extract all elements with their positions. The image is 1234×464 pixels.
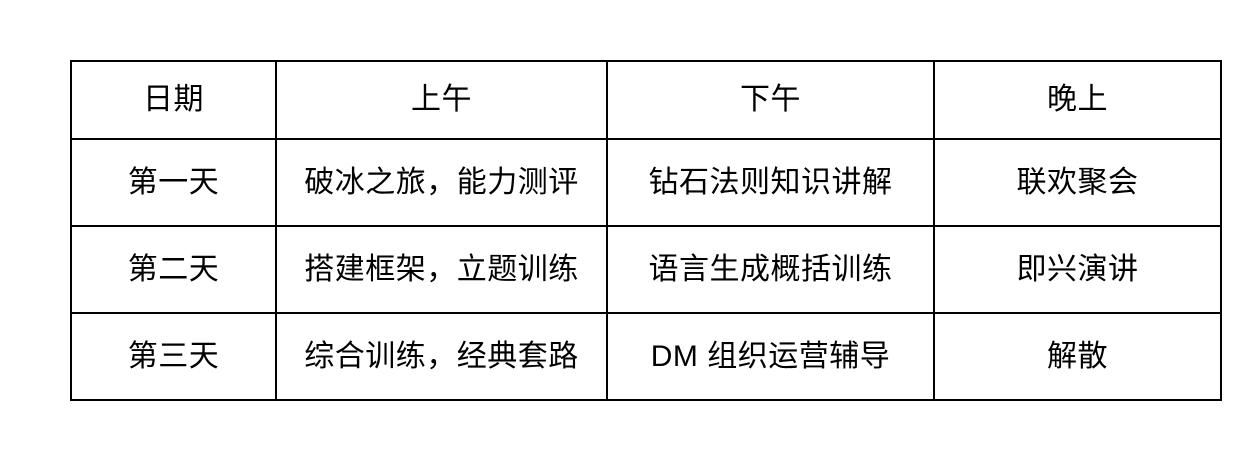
table-body: 第一天 破冰之旅，能力测评 钻石法则知识讲解 联欢聚会 第二天 搭建框架，立题训… bbox=[70, 138, 1222, 401]
table-header-row: 日期 上午 下午 晚上 bbox=[70, 60, 1222, 140]
table-row: 第三天 综合训练，经典套路 DM 组织运营辅导 解散 bbox=[70, 312, 1222, 401]
column-header-date: 日期 bbox=[70, 60, 277, 140]
cell-day: 第一天 bbox=[70, 138, 277, 227]
cell-morning: 破冰之旅，能力测评 bbox=[275, 138, 608, 227]
cell-evening: 联欢聚会 bbox=[933, 138, 1222, 227]
column-header-afternoon: 下午 bbox=[606, 60, 935, 140]
cell-afternoon: 语言生成概括训练 bbox=[606, 225, 935, 314]
cell-evening: 解散 bbox=[933, 312, 1222, 401]
cell-afternoon: 钻石法则知识讲解 bbox=[606, 138, 935, 227]
cell-morning: 综合训练，经典套路 bbox=[275, 312, 608, 401]
table-header: 日期 上午 下午 晚上 bbox=[70, 60, 1222, 140]
training-schedule-table: 日期 上午 下午 晚上 第一天 破冰之旅，能力测评 钻石法则知识讲解 联欢聚会 … bbox=[70, 60, 1222, 401]
cell-morning: 搭建框架，立题训练 bbox=[275, 225, 608, 314]
column-header-morning: 上午 bbox=[275, 60, 608, 140]
cell-evening: 即兴演讲 bbox=[933, 225, 1222, 314]
table-row: 第一天 破冰之旅，能力测评 钻石法则知识讲解 联欢聚会 bbox=[70, 138, 1222, 227]
cell-afternoon: DM 组织运营辅导 bbox=[606, 312, 935, 401]
table-row: 第二天 搭建框架，立题训练 语言生成概括训练 即兴演讲 bbox=[70, 225, 1222, 314]
column-header-evening: 晚上 bbox=[933, 60, 1222, 140]
cell-day: 第三天 bbox=[70, 312, 277, 401]
cell-day: 第二天 bbox=[70, 225, 277, 314]
